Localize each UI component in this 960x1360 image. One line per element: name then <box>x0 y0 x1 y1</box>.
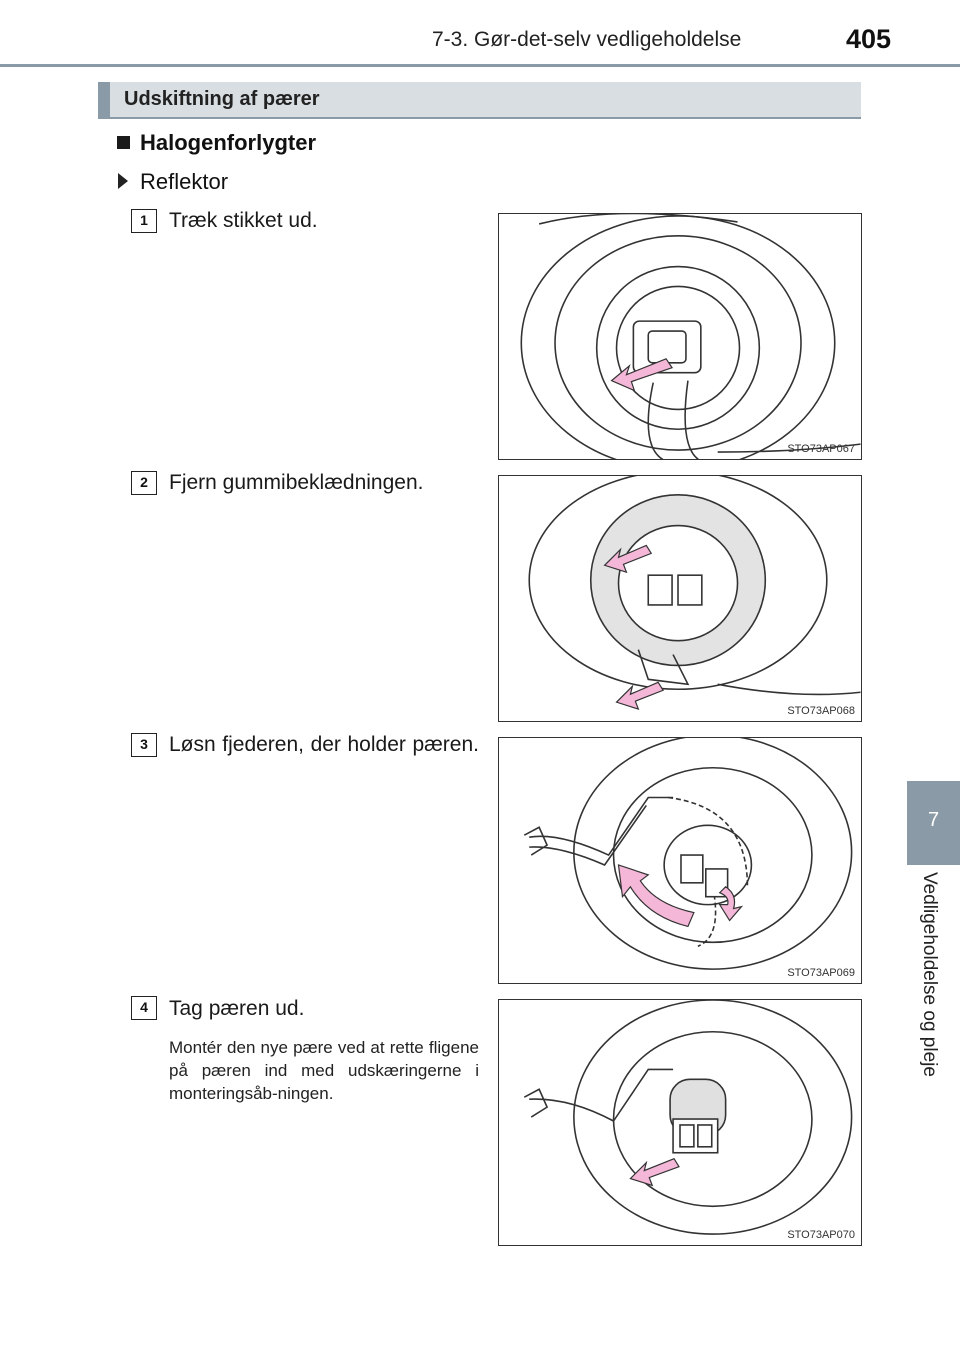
chapter-number: 7 <box>927 809 940 831</box>
step-text-4: Tag pæren ud. <box>169 997 305 1020</box>
illustration-remove-rubber-cover <box>528 476 861 711</box>
triangle-bullet-icon <box>118 173 128 189</box>
step-note: Montér den nye pære ved at rette fligene… <box>169 1038 479 1103</box>
figure-code-2: STO73AP068 <box>787 705 855 717</box>
square-bullet-icon <box>117 136 130 149</box>
subheading-text: Halogenforlygter <box>140 130 317 155</box>
figure-step-3: STO73AP069 <box>498 737 862 984</box>
figure-step-4: STO73AP070 <box>498 999 862 1246</box>
section-bar: Udskiftning af pærer <box>98 82 861 119</box>
step-number-1: 1 <box>131 209 157 233</box>
step-text-2: Fjern gummibeklædningen. <box>169 471 424 494</box>
page-number: 405 <box>846 24 892 54</box>
step-text-3: Løsn fjederen, der holder pæren. <box>169 733 479 756</box>
header-rule <box>0 64 960 67</box>
header-title: 7-3. Gør-det-selv vedligeholdelse <box>432 28 742 51</box>
figure-step-1: STO73AP067 <box>498 213 862 460</box>
step-number-4: 4 <box>131 996 157 1020</box>
step-number-3: 3 <box>131 733 157 757</box>
chapter-tab: 7 <box>907 781 960 865</box>
figure-code-3: STO73AP069 <box>787 967 855 979</box>
figure-step-2: STO73AP068 <box>498 475 862 722</box>
subheading: Halogenforlygter <box>117 130 316 156</box>
illustration-unplug-connector <box>520 214 861 459</box>
illustration-remove-bulb <box>523 1000 853 1235</box>
subsubheading-text: Reflektor <box>140 169 229 194</box>
section-title: Udskiftning af pærer <box>124 88 320 110</box>
figure-code-4: STO73AP070 <box>787 1229 855 1241</box>
step-number-2: 2 <box>131 471 157 495</box>
illustration-release-spring <box>523 738 853 970</box>
figure-code-1: STO73AP067 <box>787 443 855 455</box>
chapter-label: Vedligeholdelse og pleje <box>919 872 940 1077</box>
subsubheading: Reflektor <box>118 169 228 195</box>
step-text-1: Træk stikket ud. <box>169 209 318 232</box>
